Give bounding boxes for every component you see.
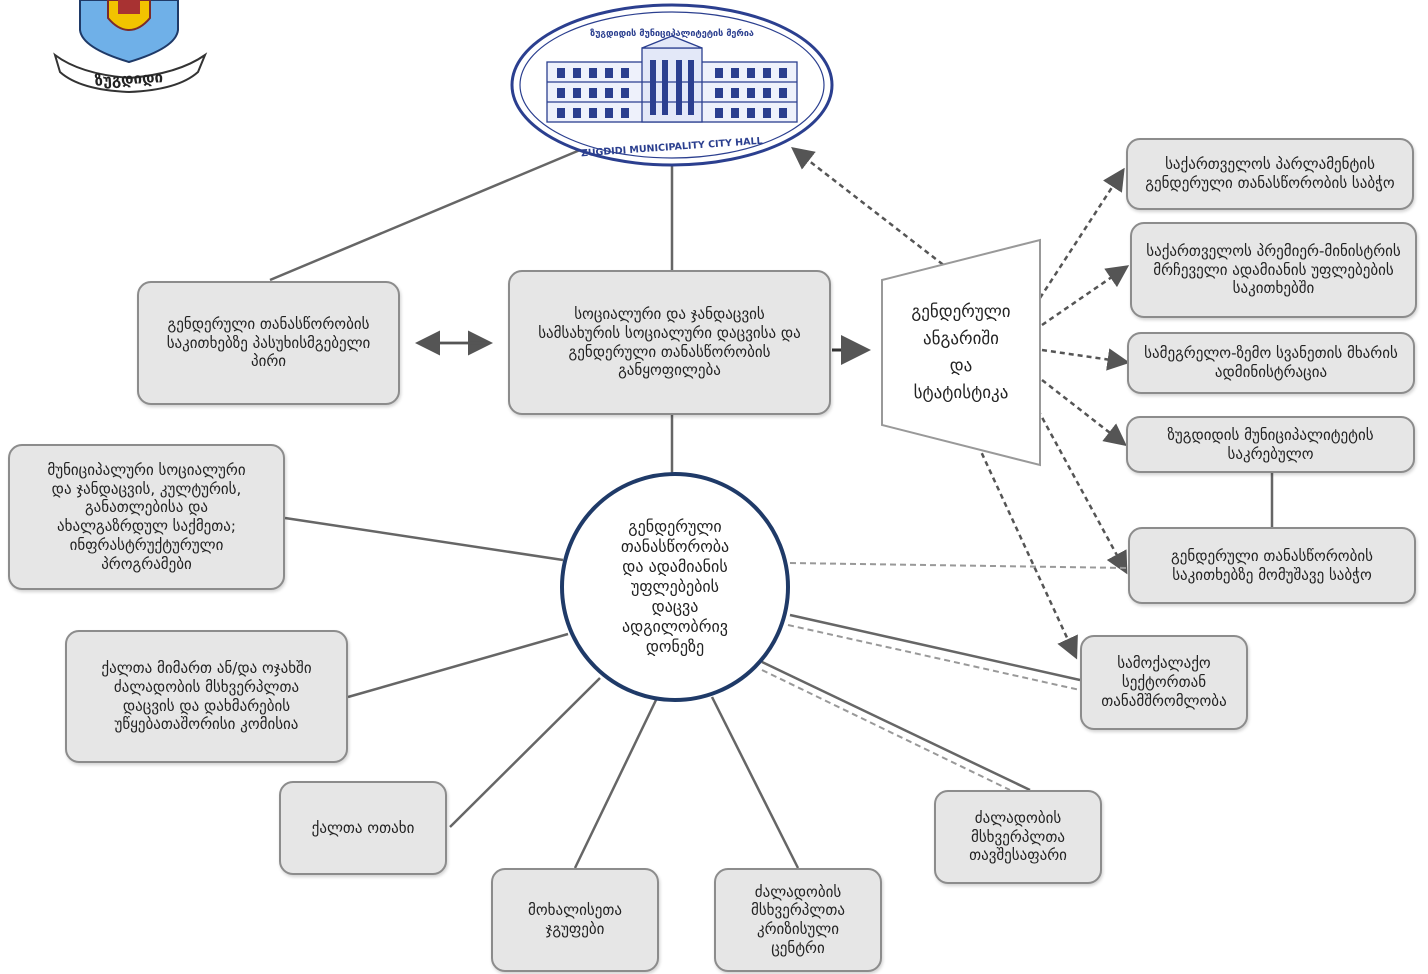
node-shelter: ძალადობის მსხვერპლთა თავშესაფარი [934,790,1102,884]
connector-hall-responsible [269,148,581,282]
node-gender-council: გენდერული თანასწორობის საკითხებზე მომუშა… [1128,527,1416,604]
node-women-room: ქალთა ოთახი [279,781,447,875]
node-city-council: ზუგდიდის მუნიციპალიტეტის საკრებულო [1126,416,1415,473]
dashed-report-citycouncil [1041,379,1127,447]
dashed-report-gendercouncil [1036,409,1128,575]
node-civil-sector: სამოქალაქო სექტორთან თანამშრომლობა [1080,635,1248,730]
city-hall-top-text: ზუგდიდის მუნიციპალიტეტის მერია [590,28,754,39]
city-hall-emblem: ზუგდიდის მუნიციპალიტეტის მერია ZUGDIDI M… [510,3,834,167]
dashed-report-pmadvisor [1041,265,1130,327]
node-parliament-council: საქართველოს პარლამენტის გენდერული თანასწ… [1126,138,1414,210]
building-windows [557,60,787,118]
connector-crisis-central [710,696,800,869]
node-violence-commission: ქალთა მიმართ ან/და ოჯახში ძალადობის მსხვ… [65,630,348,763]
connector-civil-central [789,613,1081,682]
connector-womenroom-central [449,677,601,828]
emblem-banner-text: ზუგდიდი [94,68,163,90]
node-central: გენდერული თანასწორობა და ადამიანის უფლებ… [560,472,790,702]
dashed-central-civil [787,624,1081,691]
node-volunteer-groups: მოხალისეთა ჯგუფები [491,868,659,972]
node-samegrelo-admin: სამეგრელო-ზემო სვანეთის მხარის ადმინისტრ… [1127,332,1415,394]
dashed-report-hall [791,146,951,271]
dashed-report-civil [976,444,1078,660]
zugdidi-coat-of-arms-icon: ზუგდიდი [53,0,208,94]
dashed-report-samegrelo [1041,348,1130,371]
node-social-department: სოციალური და ჯანდაცვის სამსახურის სოციალ… [508,270,831,415]
report-trapezoid [881,238,1041,467]
solid-connectors [269,148,1274,869]
dashed-arrows [791,146,1130,660]
connector-programs-central [284,516,564,562]
connector-shelter-central [761,660,1031,792]
light-dashed-lines [761,562,1129,791]
dashed-central-shelter [761,669,1011,791]
building-icon [546,35,798,123]
dashed-central-gendercouncil [789,562,1129,569]
node-gender-equality-responsible: გენდერული თანასწორობის საკითხებზე პასუხი… [137,281,400,405]
node-pm-advisor: საქართველოს პრემიერ-მინისტრის მრჩეველი ა… [1130,222,1417,318]
connector-volunteers-central [573,699,658,869]
dashed-report-parliament [1038,167,1125,299]
connector-commission-central [347,632,569,699]
node-municipal-programs: მუნიციპალური სოციალური და ჯანდაცვის, კულ… [8,444,285,590]
node-crisis-center: ძალადობის მსხვერპლთა კრიზისული ცენტრი [714,868,882,972]
node-gender-report: გენდერული ანგარიში და სტატისტიკა [911,301,1011,404]
